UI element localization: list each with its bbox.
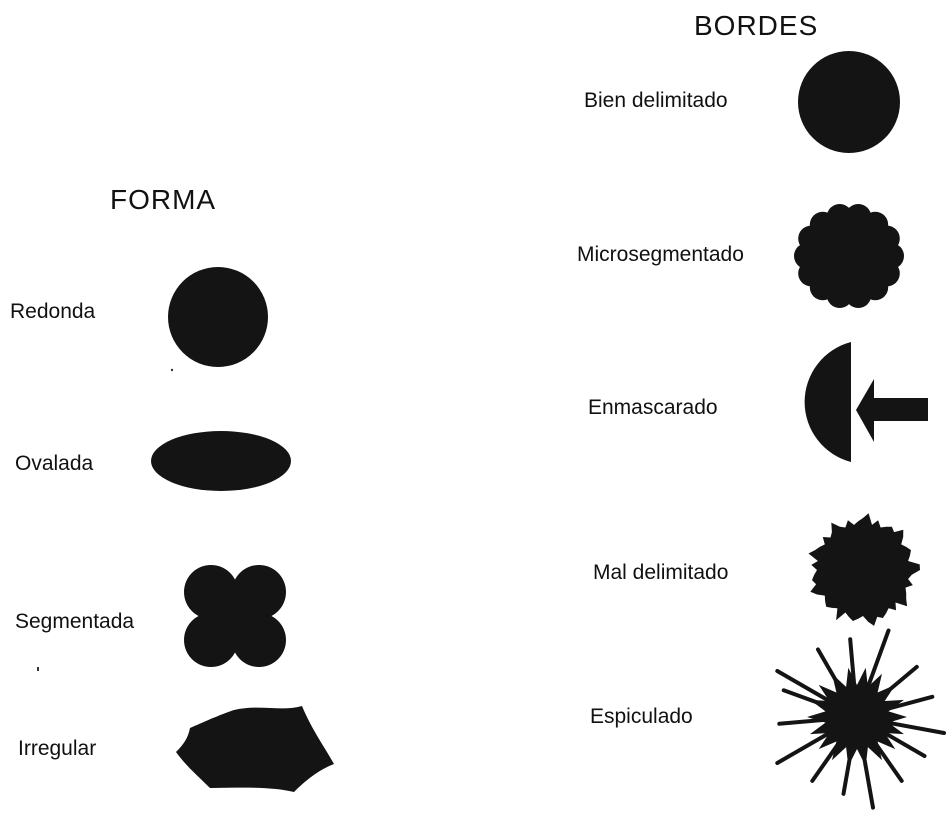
oval-shape-icon (151, 431, 291, 491)
bordes-label-mal-delimitado: Mal delimitado (593, 561, 729, 584)
ill-defined-margin-icon (808, 513, 920, 626)
microlobulated-margin-icon (794, 204, 904, 308)
stray-dot (170, 368, 174, 372)
bordes-label-microsegmentado: Microsegmentado (577, 243, 744, 266)
stray-mark (37, 667, 39, 671)
forma-heading: FORMA (110, 184, 217, 215)
bordes-label-espiculado: Espiculado (590, 705, 693, 728)
bordes-heading: BORDES (694, 10, 819, 41)
irregular-shape-icon (176, 706, 334, 792)
well-defined-margin-icon (798, 51, 900, 153)
spiculated-margin-icon (775, 628, 946, 810)
segmented-shape-icon (184, 565, 286, 667)
bordes-label-bien-delimitado: Bien delimitado (584, 89, 728, 112)
round-shape-icon (168, 267, 268, 367)
arrow-left-icon (856, 379, 928, 442)
forma-label-irregular: Irregular (18, 737, 97, 760)
bordes-label-enmascarado: Enmascarado (588, 396, 718, 419)
forma-label-ovalada: Ovalada (15, 452, 94, 475)
obscured-margin-icon (804, 342, 928, 462)
forma-label-redonda: Redonda (10, 300, 96, 323)
forma-label-segmentada: Segmentada (15, 610, 135, 633)
